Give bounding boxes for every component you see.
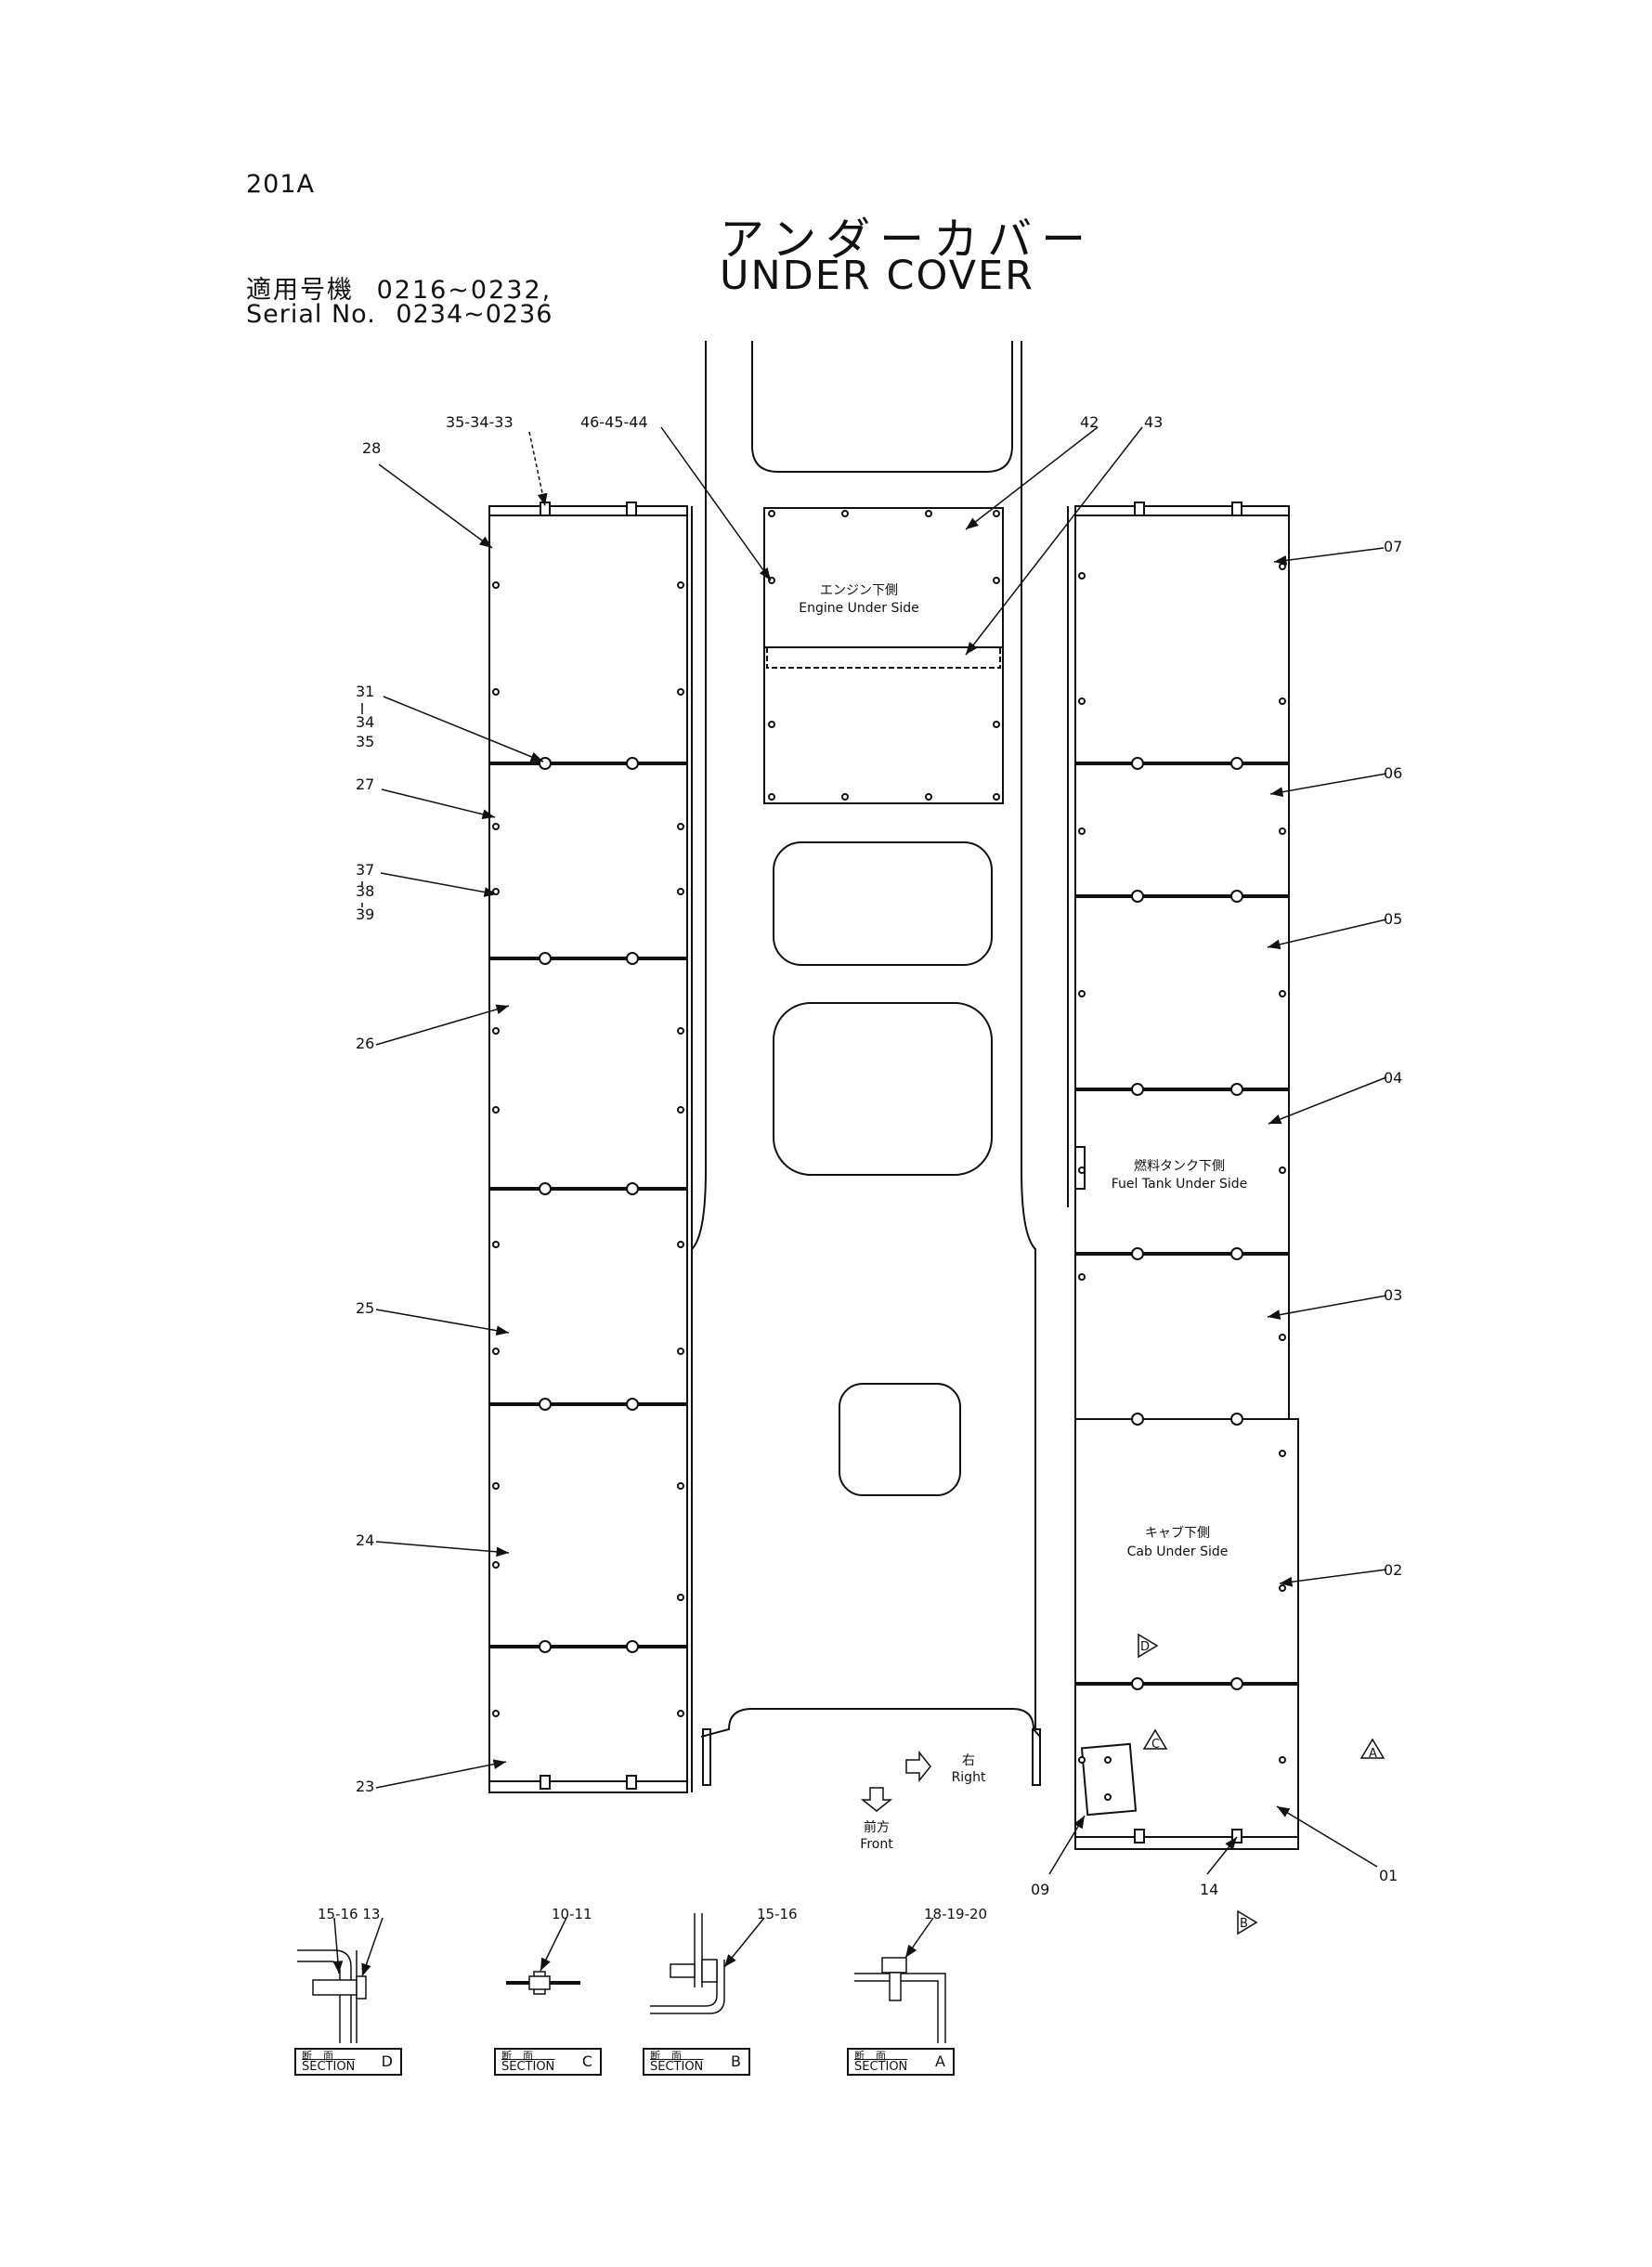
engine-label-jp: エンジン下側 [820,583,898,598]
section-a-callouts: 18-19-20 [924,1906,987,1922]
left-cover-panels [488,505,693,1793]
callout-35a: 35 [356,733,374,750]
title-english: UNDER COVER [720,253,1035,299]
callout-26: 26 [356,1035,374,1052]
section-c-label: 断面 SECTION C [494,2048,602,2076]
cab-label-jp: キャブ下側 [1145,1525,1210,1541]
page-number: 201A [246,170,316,199]
callout-34a: 34 [356,713,374,731]
callout-05: 05 [1384,910,1402,928]
section-d-callouts: 15-16 13 [318,1906,380,1922]
callout-01: 01 [1379,1867,1398,1884]
section-d-label: 断面 SECTION D [294,2048,402,2076]
serial-range: 0234~0236 [396,300,553,329]
marker-d-letter: D [1140,1640,1150,1654]
serial-line: Serial No. 0234~0236 [246,300,553,329]
serial-label: Serial No. [246,300,376,329]
engine-label-en: Engine Under Side [799,601,919,616]
callout-23: 23 [356,1778,374,1795]
marker-c-letter: C [1151,1738,1160,1752]
section-b-jp: 断面 [650,2050,693,2062]
section-d-jp: 断面 [302,2050,345,2062]
callout-27: 27 [356,775,374,793]
callout-03: 03 [1384,1286,1402,1304]
callout-39: 39 [356,905,374,923]
section-a-jp: 断面 [854,2050,897,2062]
section-callouts: 15-16 13 10-11 15-16 18-19-20 [318,1906,987,1922]
front-label-jp: 前方 [864,1819,890,1835]
marker-b-letter: B [1240,1917,1248,1931]
callout-04: 04 [1384,1069,1402,1087]
marker-letters: D C A B [1140,1640,1377,1931]
callout-02: 02 [1384,1561,1402,1579]
applicable-label: 適用号機 [246,276,354,305]
section-c-word: SECTION [501,2060,555,2074]
marker-c-icon [1142,1728,1168,1750]
callout-35-34-33: 35-34-33 [446,413,514,431]
section-a-word: SECTION [854,2060,908,2074]
section-markers [1138,1633,1385,1935]
front-label-en: Front [860,1837,893,1852]
fuel-label-en: Fuel Tank Under Side [1112,1177,1247,1192]
section-b-label: 断面 SECTION B [643,2048,750,2076]
right-panel-bolts [1078,502,1286,1844]
marker-b-icon [1237,1909,1258,1935]
section-c-jp: 断面 [501,2050,544,2062]
section-d-word: SECTION [302,2060,356,2074]
callout-46-45-44: 46-45-44 [580,413,648,431]
callout-labels: 35-34-33 46-45-44 42 43 28 07 31 34 35 2… [356,413,1402,1898]
section-c-sketch [506,1917,580,1995]
left-panel-bolts [492,502,684,1790]
callout-06: 06 [1384,764,1402,782]
callout-09: 09 [1031,1881,1049,1898]
callout-37: 37 [356,861,374,879]
marker-a-letter: A [1369,1747,1377,1761]
engine-under-panel-42 [763,507,1004,804]
callout-42: 42 [1080,413,1099,431]
callout-28: 28 [362,439,381,457]
callout-14: 14 [1200,1881,1218,1898]
area-labels: エンジン下側 Engine Under Side 燃料タンク下側 Fuel Ta… [799,583,1247,1852]
section-b-letter: B [731,2052,741,2070]
section-a-sketch [854,1917,946,2043]
applicable-range: 0216~0232, [376,276,553,305]
central-frame [691,341,1041,1786]
marker-a-icon [1359,1738,1385,1759]
section-a-letter: A [935,2052,945,2070]
section-c-callouts: 10-11 [552,1906,592,1922]
callout-31: 31 [356,683,374,700]
applicable-serials: 適用号機 0216~0232, [246,269,552,306]
callout-07: 07 [1384,538,1402,555]
cab-label-en: Cab Under Side [1127,1544,1229,1559]
right-label-en: Right [952,1770,986,1785]
right-cover-panels [1067,505,1299,1850]
section-b-word: SECTION [650,2060,704,2074]
section-d-sketch [297,1917,384,2043]
section-a-label: 断面 SECTION A [847,2048,955,2076]
section-d-letter: D [381,2052,393,2070]
right-arrow-icon [905,1750,931,1783]
front-arrow-icon [860,1787,893,1812]
fuel-label-jp: 燃料タンク下側 [1134,1158,1225,1174]
section-c-letter: C [581,2052,592,2070]
callout-25: 25 [356,1299,374,1317]
leader-lines [375,426,1387,1875]
right-label-jp: 右 [962,1753,975,1768]
section-b-callouts: 15-16 [757,1906,798,1922]
marker-d-icon [1138,1633,1159,1659]
callout-24: 24 [356,1531,374,1549]
callout-38: 38 [356,882,374,900]
title-japanese: アンダーカバー [720,214,1096,266]
callout-43: 43 [1144,413,1163,431]
section-b-sketch [650,1913,765,2014]
